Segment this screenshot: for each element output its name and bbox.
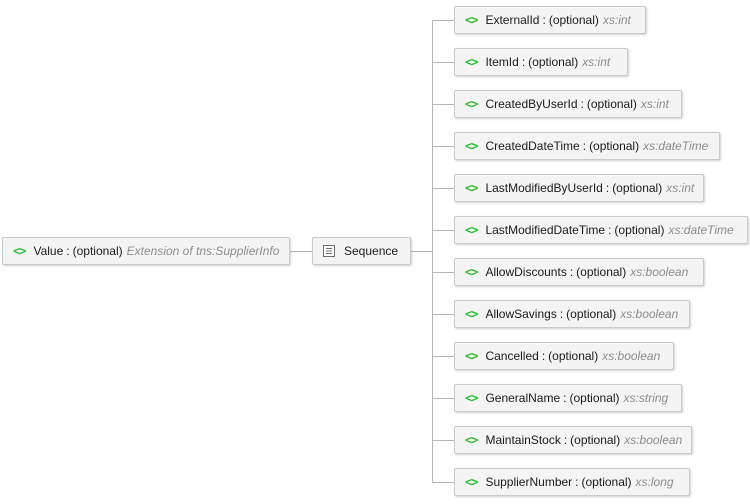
- element-icon: <>: [465, 391, 478, 405]
- root-element-node[interactable]: <> Value : (optional) Extension of tns:S…: [2, 237, 290, 265]
- child-element-modifier: (optional): [566, 307, 617, 321]
- child-element-modifier: (optional): [548, 13, 599, 27]
- child-element-name: CreatedByUserId: [485, 97, 578, 111]
- child-element-node[interactable]: <> SupplierNumber:(optional)xs:long: [454, 468, 690, 496]
- child-element-node[interactable]: <> AllowDiscounts:(optional)xs:boolean: [454, 258, 704, 286]
- child-element-type: xs:string: [623, 391, 669, 405]
- child-element-name: AllowSavings: [485, 307, 557, 321]
- child-element-modifier: (optional): [581, 475, 632, 489]
- child-element-name: ExternalId: [485, 13, 540, 27]
- element-icon: <>: [465, 55, 478, 69]
- child-element-type: xs:dateTime: [668, 223, 734, 237]
- child-element-name: CreatedDateTime: [485, 139, 580, 153]
- child-element-name: SupplierNumber: [485, 475, 573, 489]
- child-element-type: xs:boolean: [630, 265, 689, 279]
- element-icon: <>: [465, 223, 478, 237]
- child-element-type: xs:boolean: [602, 349, 661, 363]
- child-element-node[interactable]: <> GeneralName:(optional)xs:string: [454, 384, 682, 412]
- child-element-type: xs:int: [602, 13, 631, 27]
- separator-colon: :: [575, 475, 579, 489]
- child-element-node[interactable]: <> MaintainStock:(optional)xs:boolean: [454, 426, 692, 454]
- element-icon: <>: [465, 433, 478, 447]
- child-element-node[interactable]: <> LastModifiedByUserId:(optional)xs:int: [454, 174, 704, 202]
- separator-colon: :: [608, 223, 612, 237]
- element-icon: <>: [13, 244, 26, 258]
- child-element-modifier: (optional): [576, 265, 627, 279]
- child-element-type: xs:boolean: [620, 307, 679, 321]
- child-element-type: xs:long: [635, 475, 674, 489]
- child-element-type: xs:int: [666, 181, 695, 195]
- root-element-name: Value: [33, 244, 64, 258]
- child-element-type: xs:int: [640, 97, 669, 111]
- child-element-modifier: (optional): [570, 433, 621, 447]
- separator-colon: :: [66, 244, 70, 258]
- sequence-icon: [323, 245, 335, 257]
- child-element-modifier: (optional): [569, 391, 620, 405]
- child-element-modifier: (optional): [612, 181, 663, 195]
- child-element-node[interactable]: <> ItemId:(optional)xs:int: [454, 48, 628, 76]
- separator-colon: :: [559, 307, 564, 321]
- separator-colon: :: [569, 265, 574, 279]
- child-element-modifier: (optional): [586, 97, 637, 111]
- child-element-modifier: (optional): [528, 55, 579, 69]
- separator-colon: :: [563, 433, 568, 447]
- child-element-type: xs:boolean: [624, 433, 683, 447]
- child-element-name: MaintainStock: [485, 433, 561, 447]
- child-element-node[interactable]: <> ExternalId:(optional)xs:int: [454, 6, 646, 34]
- root-element-type: Extension of tns:SupplierInfo: [126, 244, 280, 258]
- separator-colon: :: [605, 181, 610, 195]
- element-icon: <>: [465, 307, 478, 321]
- element-icon: <>: [465, 139, 478, 153]
- separator-colon: :: [541, 349, 546, 363]
- child-element-name: ItemId: [485, 55, 519, 69]
- child-element-type: xs:dateTime: [643, 139, 709, 153]
- sequence-node[interactable]: Sequence: [312, 237, 411, 265]
- element-icon: <>: [465, 475, 478, 489]
- child-element-name: LastModifiedDateTime: [485, 223, 606, 237]
- child-element-name: AllowDiscounts: [485, 265, 567, 279]
- child-element-node[interactable]: <> LastModifiedDateTime:(optional)xs:date…: [454, 216, 748, 244]
- child-element-type: xs:int: [582, 55, 611, 69]
- child-element-modifier: (optional): [548, 349, 599, 363]
- child-element-modifier: (optional): [589, 139, 640, 153]
- separator-colon: :: [521, 55, 526, 69]
- child-element-node[interactable]: <> Cancelled:(optional)xs:boolean: [454, 342, 674, 370]
- separator-colon: :: [580, 97, 584, 111]
- root-element-modifier: (optional): [72, 244, 123, 258]
- element-icon: <>: [465, 349, 478, 363]
- element-icon: <>: [465, 97, 478, 111]
- sequence-label: Sequence: [344, 244, 399, 258]
- element-icon: <>: [465, 13, 478, 27]
- child-element-node[interactable]: <> CreatedDateTime:(optional)xs:dateTime: [454, 132, 720, 160]
- child-element-node[interactable]: <> CreatedByUserId:(optional)xs:int: [454, 90, 682, 118]
- separator-colon: :: [582, 139, 587, 153]
- child-element-name: GeneralName: [485, 391, 561, 405]
- child-element-name: Cancelled: [485, 349, 539, 363]
- child-element-name: LastModifiedByUserId: [485, 181, 603, 195]
- separator-colon: :: [542, 13, 546, 27]
- element-icon: <>: [465, 265, 478, 279]
- child-element-node[interactable]: <> AllowSavings:(optional)xs:boolean: [454, 300, 690, 328]
- child-element-modifier: (optional): [614, 223, 665, 237]
- separator-colon: :: [563, 391, 567, 405]
- element-icon: <>: [465, 181, 478, 195]
